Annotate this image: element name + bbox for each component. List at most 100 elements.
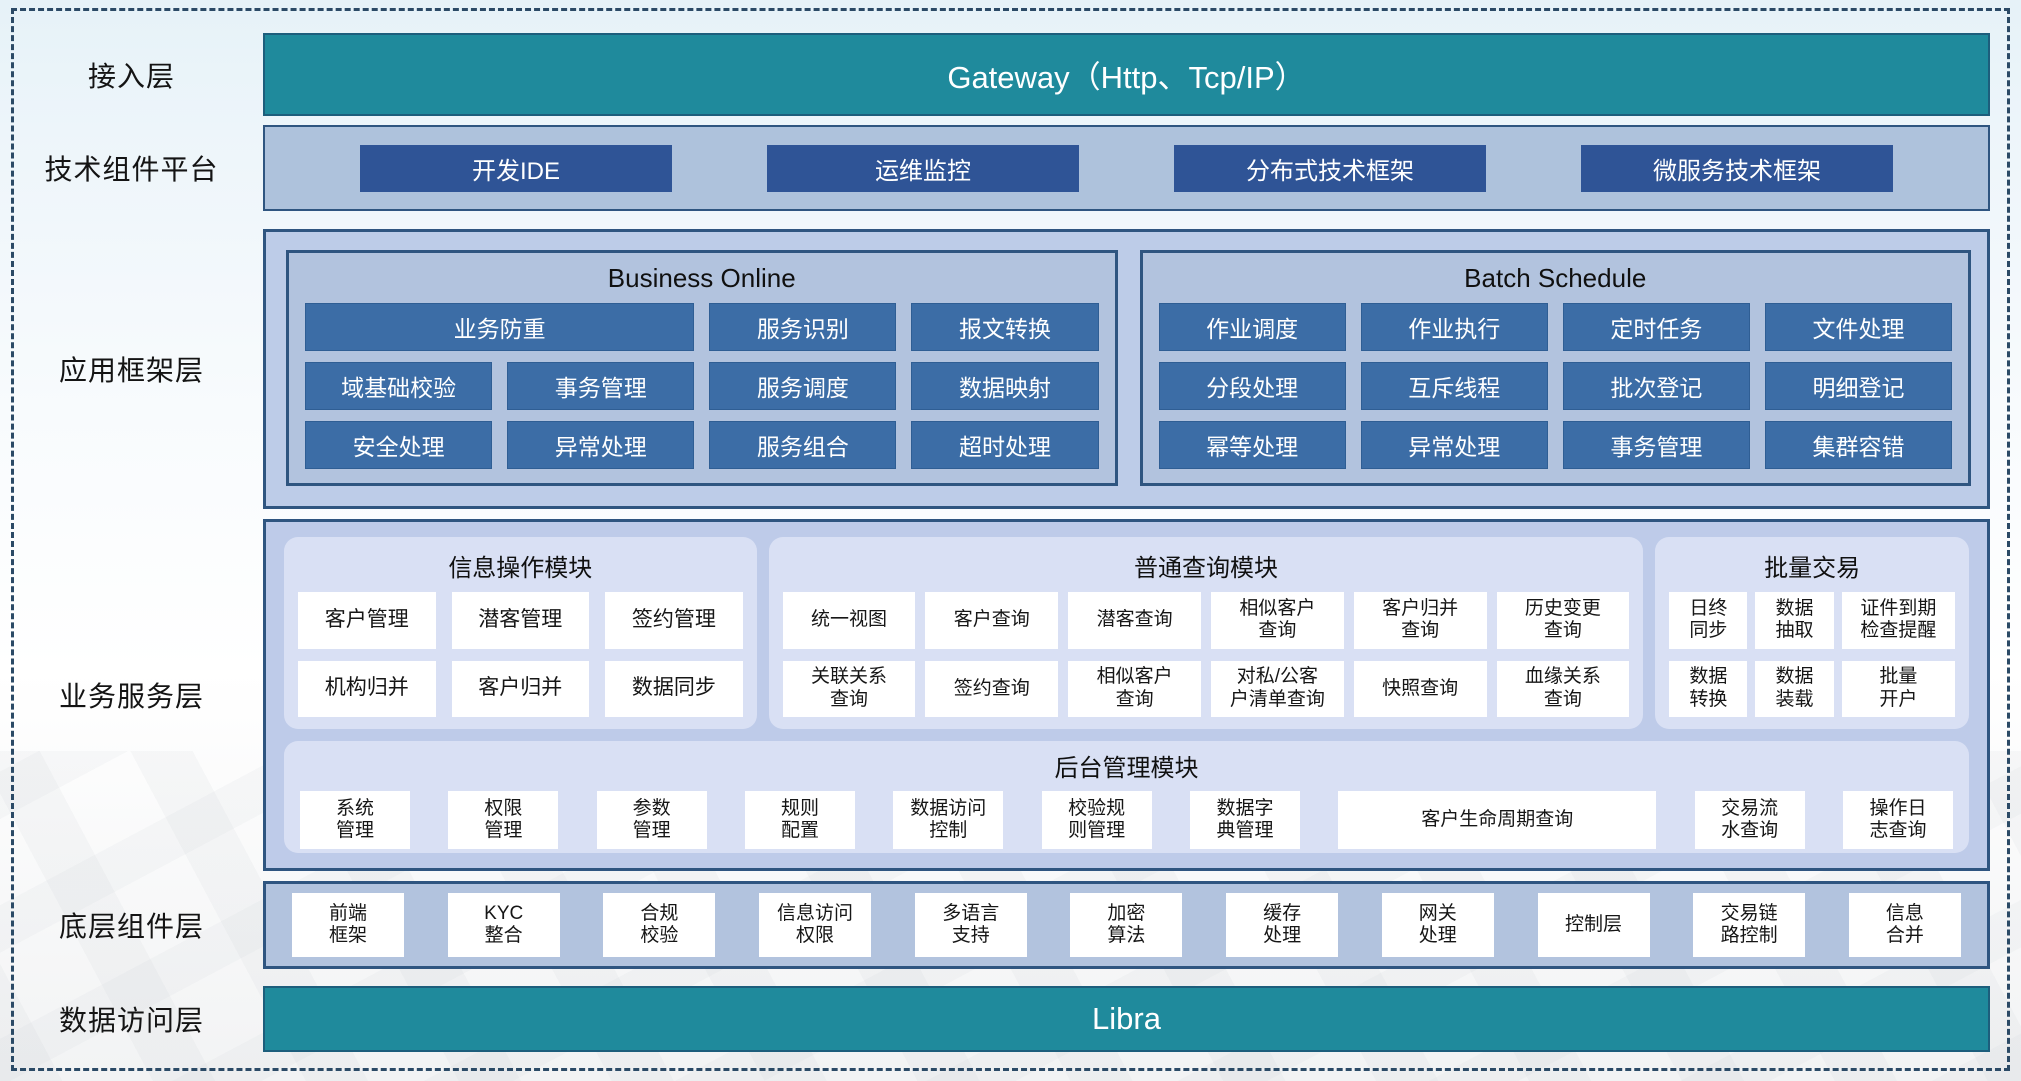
admin-box: 客户生命周期查询 [1338,791,1657,849]
service-box: 机构归并 [298,660,436,717]
service-box: 相似客户 查询 [1210,592,1344,649]
admin-module-title: 后台管理模块 [1054,755,1199,782]
service-box: 历史变更 查询 [1496,592,1630,649]
service-box: 数据 转换 [1669,660,1748,717]
app-framework-row: 应用框架层 Business Online 业务防重服务识别报文转换域基础校验事… [0,229,2021,509]
framework-box: 异常处理 [1360,421,1548,469]
component-box: 多语言 支持 [914,893,1027,957]
service-box: 签约管理 [605,592,743,649]
business-service-row: 业务服务层 信息操作模块 客户管理潜客管理签约管理机构归并客户归并数据同步 普通… [0,519,2021,871]
admin-box: 系统 管理 [300,791,410,849]
framework-box: 作业调度 [1158,303,1346,351]
business-service-container: 信息操作模块 客户管理潜客管理签约管理机构归并客户归并数据同步 普通查询模块 统… [263,519,1990,871]
admin-module: 后台管理模块 系统 管理权限 管理参数 管理规则 配置数据访问 控制校验规 则管… [284,741,1969,853]
gateway-bar: Gateway（Http、Tcp/IP） [263,33,1990,116]
service-box: 客户归并 [451,660,590,717]
framework-box: 服务调度 [709,362,897,410]
service-box: 客户管理 [298,592,436,649]
service-box: 对私/公客 户清单查询 [1210,660,1344,717]
admin-box: 数据字 典管理 [1189,791,1300,849]
component-box: 控制层 [1537,893,1650,957]
admin-box: 数据访问 控制 [893,791,1004,849]
layer-label-data-access: 数据访问层 [58,1005,204,1036]
tech-component-box: 分布式技术框架 [1174,144,1486,192]
service-box: 数据同步 [605,660,743,717]
framework-box: 互斥线程 [1360,362,1548,410]
business-online-title: Business Online [607,263,796,293]
framework-box: 数据映射 [911,362,1099,410]
common-query-grid: 统一视图客户查询潜客查询相似客户 查询客户归并 查询历史变更 查询关联关系 查询… [782,592,1630,717]
tech-component-box: 运维监控 [767,144,1079,192]
service-box: 数据 装载 [1755,660,1834,717]
service-box: 统一视图 [782,592,916,649]
business-online-panel: Business Online 业务防重服务识别报文转换域基础校验事务管理服务调… [286,250,1118,486]
framework-box: 报文转换 [911,303,1099,351]
component-box: 信息访问 权限 [759,893,872,957]
service-box: 日终 同步 [1669,592,1748,649]
layer-label-access: 接入层 [87,60,175,92]
framework-box: 批次登记 [1562,362,1750,410]
component-box: 合规 校验 [603,893,716,957]
service-box: 潜客管理 [451,592,590,649]
info-operation-module: 信息操作模块 客户管理潜客管理签约管理机构归并客户归并数据同步 [284,537,757,729]
framework-box: 事务管理 [1562,421,1750,469]
batch-transaction-title: 批量交易 [1764,555,1861,582]
tech-component-box: 开发IDE [360,144,672,192]
framework-box: 分段处理 [1158,362,1346,410]
batch-schedule-grid: 作业调度作业执行定时任务文件处理分段处理互斥线程批次登记明细登记幂等处理异常处理… [1158,303,1952,469]
batch-transaction-module: 批量交易 日终 同步数据 抽取证件到期 检查提醒数据 转换数据 装载批量 开户 [1655,537,1969,729]
admin-box: 交易流 水查询 [1694,791,1805,849]
tech-platform-row: 技术组件平台 开发IDE 运维监控 分布式技术框架 微服务技术框架 [0,125,2021,211]
service-box: 证件到期 检查提醒 [1841,592,1955,649]
component-box: KYC 整合 [447,893,560,957]
layer-label-app-framework: 应用框架层 [58,355,204,386]
admin-box: 参数 管理 [596,791,707,849]
framework-box: 文件处理 [1764,303,1952,351]
admin-box: 规则 配置 [744,791,855,849]
service-box: 相似客户 查询 [1068,660,1201,717]
framework-box: 业务防重 [305,303,695,351]
framework-box: 服务组合 [709,421,897,469]
service-box: 数据 抽取 [1755,592,1834,649]
access-layer-row: 接入层 Gateway（Http、Tcp/IP） [0,33,2021,116]
info-operation-grid: 客户管理潜客管理签约管理机构归并客户归并数据同步 [298,592,743,717]
admin-box: 操作日 志查询 [1842,791,1953,849]
framework-box: 作业执行 [1360,303,1548,351]
component-box: 前端 框架 [292,893,404,957]
common-query-title: 普通查询模块 [1133,555,1278,582]
framework-box: 事务管理 [507,362,695,410]
layer-label-tech-platform: 技术组件平台 [44,154,219,185]
batch-schedule-panel: Batch Schedule 作业调度作业执行定时任务文件处理分段处理互斥线程批… [1139,250,1971,486]
info-operation-title: 信息操作模块 [448,555,593,582]
component-box: 加密 算法 [1070,893,1183,957]
tech-component-box: 微服务技术框架 [1581,144,1893,192]
service-box: 客户归并 查询 [1353,592,1487,649]
layer-label-business-service: 业务服务层 [58,681,204,712]
framework-box: 异常处理 [507,421,695,469]
framework-box: 域基础校验 [305,362,493,410]
service-box: 客户查询 [925,592,1059,649]
service-box: 快照查询 [1353,660,1487,717]
service-box: 签约查询 [925,660,1059,717]
framework-box: 服务识别 [709,303,897,351]
app-framework-container: Business Online 业务防重服务识别报文转换域基础校验事务管理服务调… [263,229,1990,509]
framework-box: 幂等处理 [1158,421,1346,469]
data-access-row: 数据访问层 Libra [0,986,2021,1052]
framework-box: 明细登记 [1764,362,1952,410]
service-box: 批量 开户 [1841,660,1955,717]
admin-module-grid: 系统 管理权限 管理参数 管理规则 配置数据访问 控制校验规 则管理数据字 典管… [300,791,1953,849]
admin-box: 权限 管理 [448,791,559,849]
libra-bar: Libra [263,986,1990,1052]
service-box: 关联关系 查询 [782,660,916,717]
framework-box: 超时处理 [911,421,1099,469]
batch-schedule-title: Batch Schedule [1464,263,1647,293]
service-box: 潜客查询 [1068,592,1201,649]
component-box: 信息 合并 [1848,893,1961,957]
business-online-grid: 业务防重服务识别报文转换域基础校验事务管理服务调度数据映射安全处理异常处理服务组… [305,303,1099,469]
framework-box: 集群容错 [1764,421,1952,469]
component-box: 缓存 处理 [1226,893,1339,957]
component-box: 交易链 路控制 [1693,893,1806,957]
